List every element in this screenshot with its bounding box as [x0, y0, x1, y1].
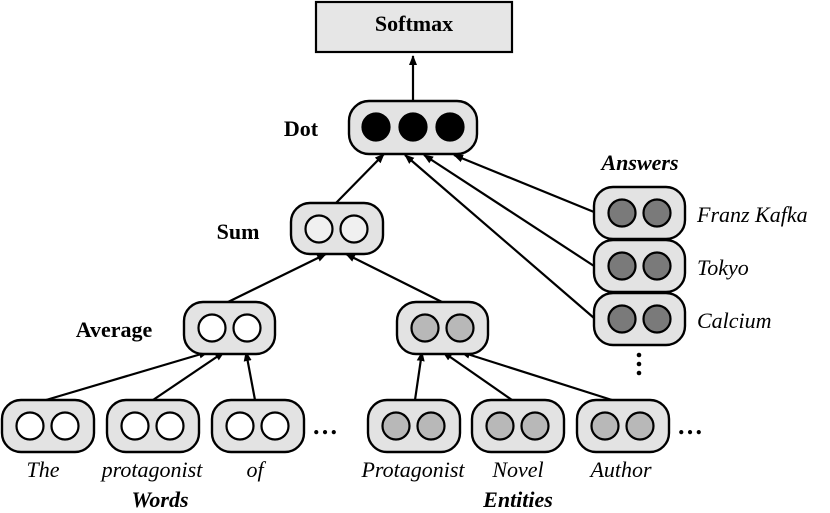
avg-word-unit — [197, 313, 227, 343]
word-node-1 — [0, 398, 96, 454]
answer-label: Franz Kafka — [696, 202, 808, 227]
word-label: of — [246, 457, 266, 482]
avg-entity-unit — [445, 313, 475, 343]
edge-answer3-dot — [404, 154, 595, 319]
word-node-3 — [210, 398, 306, 454]
edge-word1-avg — [45, 350, 209, 402]
dot-node — [347, 99, 479, 156]
words-more-ellipsis: … — [312, 411, 338, 440]
avg-entity-unit — [410, 313, 440, 343]
word-label: The — [27, 457, 60, 482]
edge-entity3-avg — [460, 350, 613, 402]
entity-node-3 — [575, 398, 671, 454]
avg-word-unit — [232, 313, 262, 343]
answer-node-3 — [592, 291, 687, 347]
words-heading: Words — [131, 487, 188, 512]
entities-more-ellipsis: … — [677, 411, 703, 440]
softmax-node: Softmax — [314, 0, 514, 54]
word-label: protagonist — [100, 457, 204, 482]
edge-words-avg-sum — [227, 253, 327, 303]
dot-unit — [435, 112, 465, 142]
sum-unit — [339, 214, 369, 244]
dot-label: Dot — [284, 116, 319, 141]
dot-unit — [361, 112, 391, 142]
sum-unit — [304, 214, 334, 244]
edge-entities-avg-sum — [345, 253, 443, 303]
edge-word2-avg — [152, 351, 225, 401]
sum-node — [289, 201, 385, 256]
entities-heading: Entities — [482, 487, 553, 512]
entity-label: Protagonist — [360, 457, 465, 482]
answer-label: Tokyo — [697, 255, 749, 280]
answers-heading: Answers — [599, 150, 678, 175]
answer-node-2 — [592, 238, 687, 294]
edge-answer1-dot — [453, 153, 595, 214]
answers-more-dots — [636, 352, 642, 376]
edge-word3-avg — [243, 351, 257, 401]
entity-node-2 — [470, 398, 566, 454]
dot-unit — [398, 112, 428, 142]
answer-label: Calcium — [697, 308, 772, 333]
edge-entity2-avg — [442, 351, 513, 401]
average-entities-node — [395, 300, 490, 356]
average-label: Average — [76, 317, 153, 342]
sum-label: Sum — [217, 219, 260, 244]
entity-node-1 — [366, 398, 462, 454]
average-words-node — [182, 300, 277, 356]
entity-label: Novel — [491, 457, 543, 482]
edge-entity1-avg — [413, 351, 425, 401]
edge-answer2-dot — [423, 154, 595, 267]
edges — [45, 55, 613, 402]
softmax-label: Softmax — [375, 11, 453, 36]
entity-label: Author — [588, 457, 652, 482]
edge-sum-dot — [335, 153, 385, 204]
answer-node-1 — [592, 185, 687, 241]
word-node-2 — [105, 398, 201, 454]
